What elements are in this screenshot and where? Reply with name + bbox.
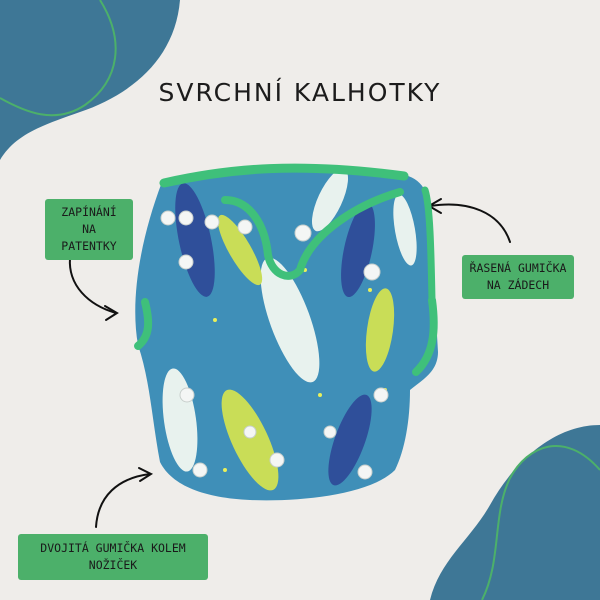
bottom-right-curve	[481, 444, 600, 600]
label-leg-elastic: DVOJITÁ GUMIČKA KOLEM NOŽIČEK	[18, 534, 208, 580]
arrow-legs	[95, 467, 154, 528]
snap-buttons	[160, 210, 389, 480]
top-left-blob	[0, 0, 180, 160]
label-back-elastic: ŘASENÁ GUMIČKA NA ZÁDECH	[462, 255, 574, 299]
leg-trim-left	[134, 298, 153, 350]
label-back-elastic-line-1: ŘASENÁ GUMIČKA	[469, 261, 567, 275]
front-flap-trim	[221, 188, 404, 280]
label-back-elastic-line-2: NA ZÁDECH	[486, 278, 550, 292]
diaper	[134, 163, 438, 501]
label-snaps: ZAPÍNÁNÍ NA PATENTKY	[45, 199, 133, 260]
page-title: SVRCHNÍ KALHOTKY	[158, 78, 442, 107]
arrow-snaps	[68, 257, 119, 321]
arrow-back	[427, 198, 511, 243]
top-left-curve	[0, 0, 117, 117]
leg-trim-right	[412, 296, 438, 376]
label-snaps-line-2: NA PATENTKY	[61, 222, 117, 253]
label-snaps-line-1: ZAPÍNÁNÍ	[61, 205, 117, 219]
bottom-right-blob	[430, 425, 600, 600]
waist-trim	[159, 163, 409, 188]
side-trim-right	[421, 186, 436, 304]
